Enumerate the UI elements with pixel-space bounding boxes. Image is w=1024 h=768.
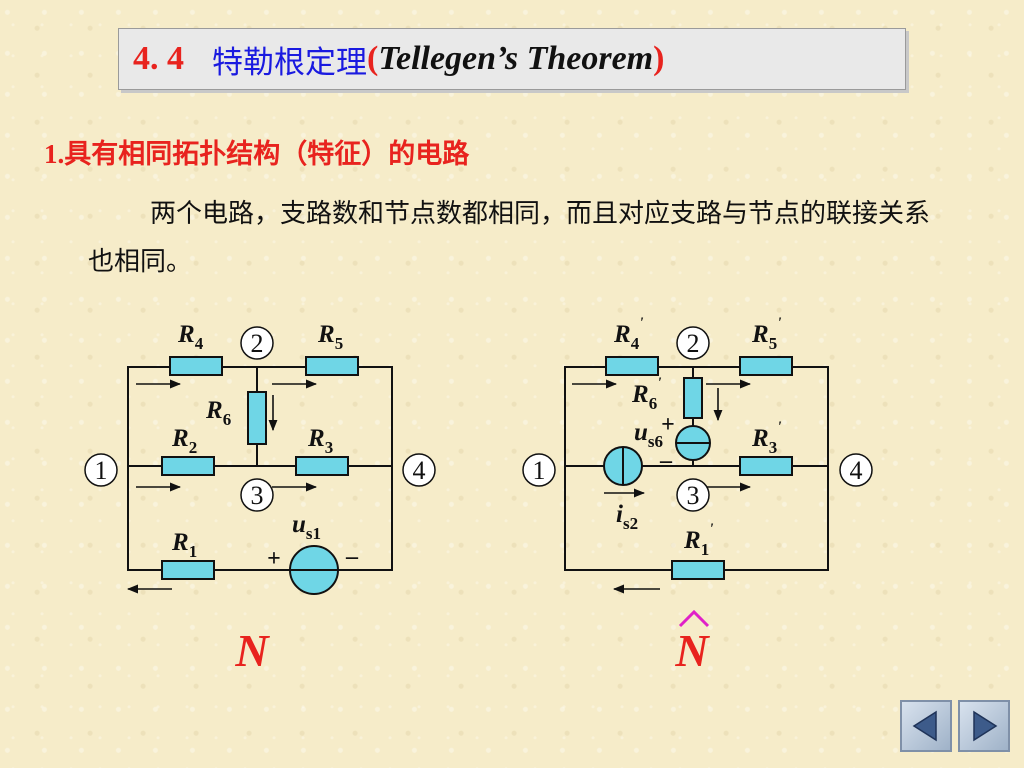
resistor-r5-prime bbox=[739, 356, 793, 376]
outer-loop-wire bbox=[127, 366, 393, 571]
us1-plus-sign: + bbox=[267, 546, 281, 572]
node-3-prime-circle bbox=[676, 478, 710, 512]
circuit-right-name: N bbox=[674, 625, 710, 676]
node-1-prime-circle bbox=[522, 453, 556, 487]
resistor-r4 bbox=[169, 356, 223, 376]
node-4-circle bbox=[402, 453, 436, 487]
circuit-left-name: N bbox=[234, 625, 270, 676]
label-us6: us6 bbox=[634, 419, 663, 451]
node-2-prime-label: 2 bbox=[687, 329, 700, 358]
resistor-r6 bbox=[247, 391, 267, 445]
node-1-label: 1 bbox=[95, 456, 108, 485]
us6-plus-sign: + bbox=[661, 412, 675, 438]
resistor-r4-prime bbox=[605, 356, 659, 376]
description-paragraph: 两个电路，支路数和节点数都相同，而且对应支路与节点的联接关系也相同。 bbox=[88, 199, 931, 277]
label-r1: R1 bbox=[171, 529, 197, 561]
right-triangle-icon bbox=[973, 710, 998, 742]
node-2-circle bbox=[240, 326, 274, 360]
title-open-paren: ( bbox=[367, 40, 379, 77]
resistor-r3-prime bbox=[739, 456, 793, 476]
label-r4: R4 bbox=[177, 321, 204, 353]
label-r6: R6 bbox=[205, 397, 231, 429]
resistor-r3 bbox=[295, 456, 349, 476]
label-r5: R5 bbox=[317, 321, 343, 353]
resistor-r2 bbox=[161, 456, 215, 476]
node-3-prime-label: 3 bbox=[687, 481, 700, 510]
left-triangle-icon bbox=[912, 710, 937, 742]
next-slide-button[interactable] bbox=[958, 700, 1010, 752]
node-2-label: 2 bbox=[251, 329, 264, 358]
title-close-paren: ) bbox=[653, 40, 665, 77]
node-1-prime-label: 1 bbox=[533, 456, 546, 485]
label-r2: R2 bbox=[171, 425, 197, 457]
subsection-heading: 1.具有相同拓扑结构（特征）的电路 bbox=[44, 132, 469, 171]
resistor-r5 bbox=[305, 356, 359, 376]
node-4-prime-circle bbox=[839, 453, 873, 487]
node-4-prime-label: 4 bbox=[850, 456, 863, 485]
title-chinese: 特勒根定理 bbox=[212, 44, 367, 81]
label-r6-prime: R6' bbox=[631, 375, 661, 413]
node-1-circle bbox=[84, 453, 118, 487]
title-english: Tellegen’s Theorem bbox=[378, 40, 654, 77]
label-r1-prime: R1' bbox=[683, 521, 713, 559]
us1-minus-sign: – bbox=[345, 544, 359, 570]
resistor-r1-prime bbox=[671, 560, 725, 580]
node-3-circle bbox=[240, 478, 274, 512]
heading-number: 1. bbox=[44, 139, 65, 169]
label-r4-prime: R4' bbox=[613, 315, 643, 353]
label-r3: R3 bbox=[307, 425, 333, 457]
us6-minus-sign: – bbox=[659, 448, 673, 474]
section-number: 4. 4 bbox=[133, 40, 184, 77]
heading-text: 具有相同拓扑结构（特征）的电路 bbox=[64, 139, 470, 170]
previous-slide-button[interactable] bbox=[900, 700, 952, 752]
label-r3-prime: R3' bbox=[751, 419, 781, 457]
hat-icon bbox=[678, 609, 710, 628]
resistor-r6-prime bbox=[683, 377, 703, 419]
label-is2: is2 bbox=[616, 501, 638, 533]
node-3-label: 3 bbox=[251, 481, 264, 510]
label-us1: us1 bbox=[292, 511, 321, 543]
label-r5-prime: R5' bbox=[751, 315, 781, 353]
resistor-r1 bbox=[161, 560, 215, 580]
node-4-label: 4 bbox=[413, 456, 426, 485]
title-box: 4. 4 特勒根定理 ( Tellegen’s Theorem ) bbox=[118, 28, 906, 90]
node-2-prime-circle bbox=[676, 326, 710, 360]
